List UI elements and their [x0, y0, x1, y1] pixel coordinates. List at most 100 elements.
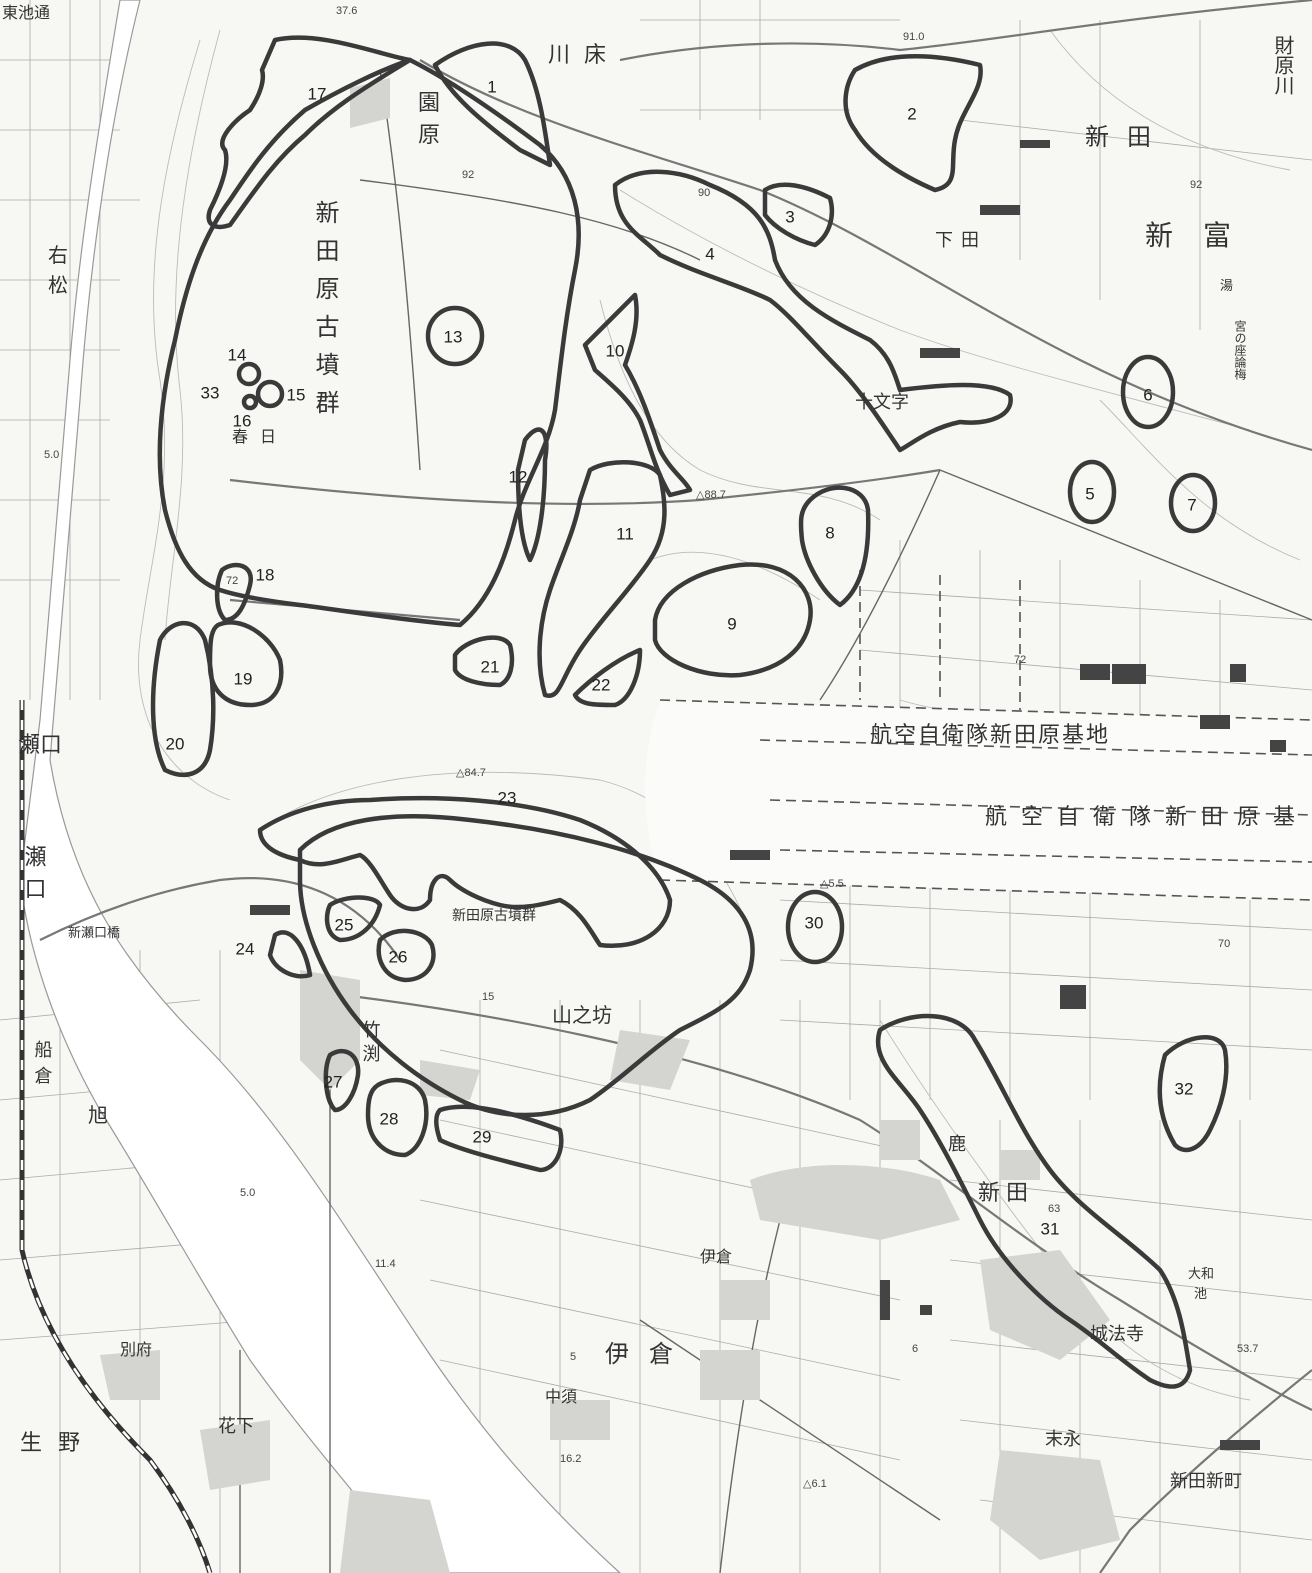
zone-label-26: 26: [389, 947, 408, 966]
place-migimatsu-2: 松: [48, 273, 68, 297]
zone-label-29: 29: [473, 1127, 492, 1146]
zone-outline-4: [612, 169, 1013, 453]
elev-537: 53.7: [1237, 1343, 1258, 1355]
zone-outline-27: [323, 1048, 361, 1113]
zone-outline-30: [785, 889, 845, 965]
zone-label-8: 8: [825, 523, 834, 542]
zone-outline-14: [236, 361, 262, 387]
place-jumonji: 十文字: [855, 392, 909, 413]
place-johoji: 城法寺: [1090, 1324, 1144, 1345]
zone-outline-29: [434, 1104, 564, 1173]
elev-15: 15: [482, 991, 494, 1003]
place-hara: 原: [418, 123, 440, 148]
zone-outline-9: [652, 562, 813, 678]
zone-label-27: 27: [324, 1072, 343, 1091]
zone-outline-11: [537, 460, 667, 698]
zone-outline-23: [257, 795, 673, 949]
elev-92a: 92: [462, 169, 474, 181]
place-kawatoko: 川床: [548, 43, 620, 68]
zone-outline-2: [843, 54, 983, 193]
place-ikuno: 生野: [20, 1431, 96, 1456]
place-nakasu: 中須: [545, 1387, 577, 1406]
place-ikura: 伊倉: [605, 1340, 693, 1368]
elev-114: 11.4: [375, 1258, 396, 1270]
zone-outline-lower: [297, 814, 755, 1118]
zone-label-12: 12: [509, 467, 528, 486]
place-kasuga: 春日: [232, 427, 288, 446]
elev-162: 16.2: [560, 1453, 581, 1465]
zone-label-23: 23: [498, 788, 517, 807]
zone-outline-18: [214, 562, 254, 623]
elev-50b: 5.0: [240, 1187, 255, 1199]
place-takebuchi: 竹渕: [360, 1020, 381, 1068]
place-sono: 園: [418, 91, 440, 116]
place-shinden-shinmachi: 新田新町: [1170, 1471, 1242, 1492]
zone-label-28: 28: [380, 1109, 399, 1128]
zone-outline-25: [324, 895, 383, 943]
elev-6: 6: [912, 1343, 918, 1355]
zone-label-18: 18: [256, 565, 275, 584]
place-ikura-small: 伊倉: [700, 1247, 732, 1266]
villages: [100, 78, 1120, 1573]
zone-label-16: 16: [233, 411, 252, 430]
place-asahi: 旭: [88, 1103, 108, 1127]
zone-label-30: 30: [805, 913, 824, 932]
zone-label-22: 22: [592, 675, 611, 694]
zone-label-1: 1: [487, 77, 496, 96]
zone-label-2: 2: [907, 104, 916, 123]
zone-label-21: 21: [481, 657, 500, 676]
zone-label-17: 17: [308, 84, 327, 103]
zone-outline-32: [1157, 1035, 1229, 1153]
place-shinden-kofun-small: 新田原古墳群: [452, 908, 536, 924]
zone-outline-3: [762, 182, 835, 248]
zone-outline-28: [365, 1077, 429, 1158]
elev-91: 91.0: [903, 31, 924, 43]
place-top-left: 東池通: [2, 3, 50, 22]
place-yamato-2: 池: [1194, 1287, 1207, 1302]
place-base-2: 航空自衛隊新田原基: [985, 805, 1309, 830]
place-shintomi: 新富: [1145, 219, 1261, 252]
air-base: [645, 570, 1312, 901]
zone-label-9: 9: [727, 614, 736, 633]
zone-outline-13: [425, 305, 485, 367]
zone-label-13: 13: [444, 327, 463, 346]
zone-outline-6: [1120, 354, 1176, 430]
zone-outline-20: [150, 620, 216, 778]
zone-outline-15: [255, 379, 285, 409]
place-shinden-ne: 新田: [1085, 123, 1169, 151]
zone-label-5: 5: [1085, 484, 1094, 503]
place-shinden-kofun: 新田原古墳群: [311, 200, 339, 428]
zone-outline-10: [582, 292, 693, 498]
zone-label-11: 11: [616, 524, 634, 543]
zone-outline-big: [157, 57, 581, 628]
place-yunomiya-2: 宮の座論梅: [1233, 319, 1247, 380]
place-zaibara: 財原川: [1271, 35, 1295, 95]
zone-outline-5: [1067, 459, 1117, 525]
place-funakura: 船倉: [32, 1040, 53, 1092]
zone-label-25: 25: [335, 915, 354, 934]
zone-label-32: 32: [1175, 1079, 1194, 1098]
zone-label-3: 3: [785, 207, 794, 226]
elev-90: 90: [698, 187, 710, 199]
elev-847: △84.7: [456, 767, 486, 779]
elev-92b: 92: [1190, 179, 1202, 191]
place-yamato-1: 大和: [1188, 1267, 1214, 1282]
elevation-labels: 91.0 92 92 90 △88.7 72 72 △84.7 △5.5 70 …: [44, 5, 1258, 1490]
place-beppu: 別府: [120, 1340, 152, 1359]
zone-outline-19: [207, 620, 284, 708]
zone-label-20: 20: [166, 734, 185, 753]
elev-376: 37.6: [336, 5, 357, 17]
zone-label-15: 15: [287, 385, 306, 404]
zone-outline-17: [206, 35, 413, 230]
place-seto: 瀬口: [18, 733, 62, 758]
zone-label-14: 14: [228, 345, 247, 364]
zone-outline-1: [432, 41, 553, 168]
place-yunomiya-1: 湯: [1220, 279, 1233, 294]
zone-label-24: 24: [236, 939, 255, 958]
place-shimoda: 下田: [935, 230, 987, 251]
zone-label-6: 6: [1143, 385, 1152, 404]
zone-label-7: 7: [1187, 495, 1196, 514]
zone-outline-7: [1168, 472, 1218, 534]
place-shinsetoguchi: 新瀬口橋: [68, 925, 120, 941]
elev-55: △5.5: [820, 878, 844, 890]
